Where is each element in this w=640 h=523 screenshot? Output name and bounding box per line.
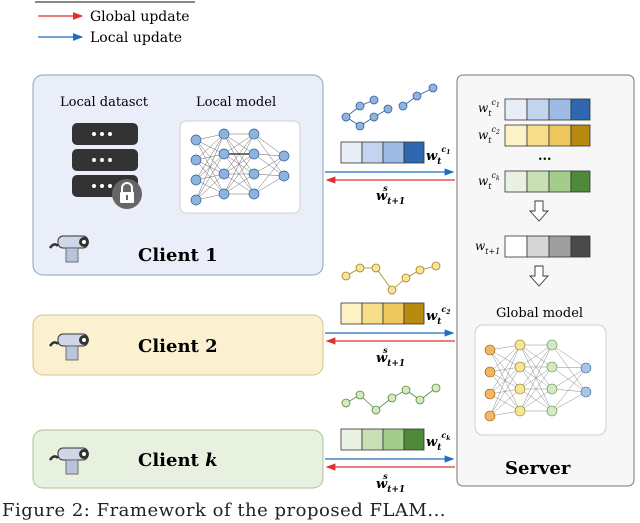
legend-global-label: Global update [90,9,190,25]
server-global-vector: wt+1 [475,235,591,258]
client-k-global-label: wt+1s [376,471,405,495]
database-lock-icon [72,123,142,209]
local-model-label: Local model [196,95,276,110]
client-2-global-label: wt+1s [376,345,405,369]
client-k-exchange: wtck wt+1s [325,383,455,495]
figure-caption: Figure 2: Framework of the proposed FLAM… [2,500,447,521]
client-1-global-label: wt+1s [376,183,405,207]
client-k-update-vector [340,428,425,451]
client-1-exchange: wtc1 wt+1s [325,83,455,207]
client-k-name: Client k [138,450,218,471]
local-dataset-label: Local datasct [60,95,149,110]
local-model-network [179,120,301,214]
client-2-exchange: wtc2 wt+1s [325,261,455,369]
down-arrow-icon [528,265,550,287]
camera-icon [48,447,89,475]
svg-text:wtc2: wtc2 [478,125,500,145]
client-2-sparse-network [341,261,441,295]
server-name: Server [505,458,571,479]
client-1-sparse-network [341,83,438,131]
client-1-name: Client 1 [138,245,218,266]
client-2-update-vector [340,302,425,325]
server-vector-c1: wtc1 [478,98,591,121]
server-vector-c2: wtc2 [478,124,591,147]
aggregate-arrow-icon [528,200,550,222]
legend-local-label: Local update [90,30,182,46]
legend: Global update Local update [35,1,195,46]
svg-text:wt+1: wt+1 [475,239,500,256]
global-model-network [474,324,607,436]
svg-text:wtc1: wtc1 [478,98,500,118]
client-1-update-vector [340,141,425,164]
server-vector-ck: wtck [478,170,591,193]
camera-icon [48,235,89,263]
client-k-update-label: wtck [426,430,450,453]
client-1-update-label: wtc1 [426,144,450,167]
client-k-panel: Client k [32,429,324,489]
client-2-update-label: wtc2 [426,304,450,327]
camera-icon [48,333,89,361]
server-panel: wtc1 wtc2 ... wtck wt+1 [456,74,635,487]
client-2-name: Client 2 [138,336,218,357]
server-ellipsis: ... [538,149,552,164]
client-k-sparse-network [341,383,441,415]
svg-text:wtck: wtck [478,171,500,191]
client-2-panel: Client 2 [32,314,324,376]
global-model-label: Global model [496,306,583,321]
client-1-panel: Local datasct Local model [32,74,324,276]
